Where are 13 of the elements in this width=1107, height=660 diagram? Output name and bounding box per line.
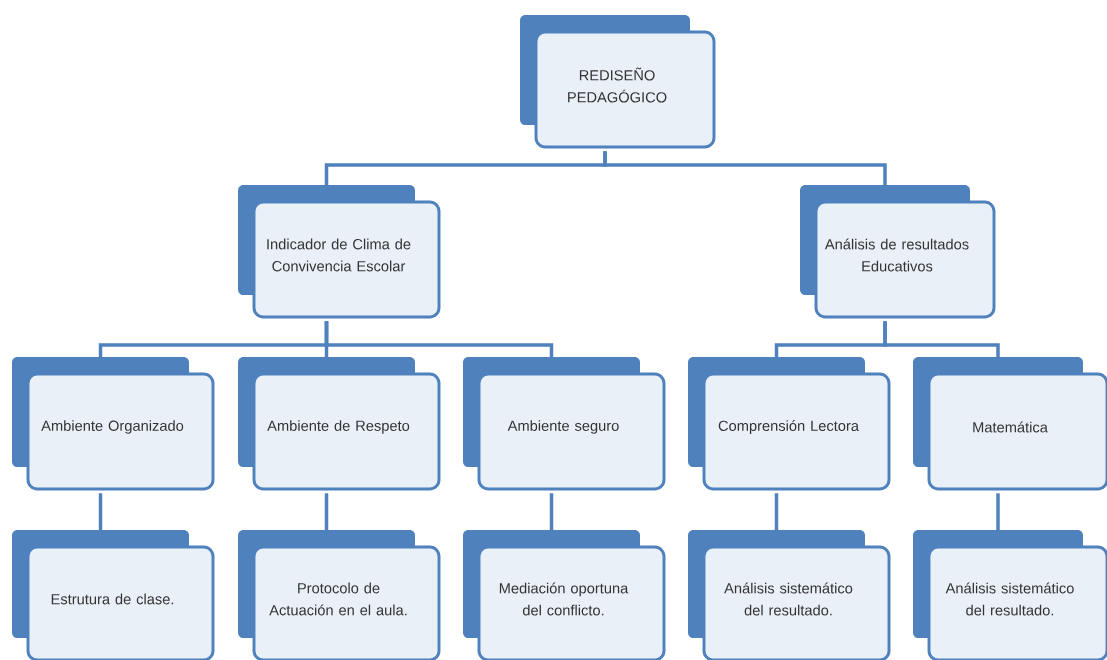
box: Ambiente Organizado: [12, 357, 215, 491]
box: Análisis de resultados Educativos: [800, 185, 996, 319]
box: Análisis sistemático del resultado.: [913, 530, 1107, 660]
box: Comprensión Lectora: [688, 357, 891, 491]
box: Protocolo de Actuación en el aula.: [238, 530, 441, 660]
box: Ambiente de Respeto: [238, 357, 441, 491]
box: Estrutura de clase.: [12, 530, 215, 660]
box: Indicador de Clima de Convivencia Escolar: [238, 185, 441, 319]
box: Matemática: [913, 357, 1107, 491]
box: REDISEÑO PEDAGÓGICO: [520, 15, 716, 149]
box: Mediación oportuna del conflicto.: [463, 530, 666, 660]
box: Análisis sistemático del resultado.: [688, 530, 891, 660]
box: Ambiente seguro: [463, 357, 666, 491]
